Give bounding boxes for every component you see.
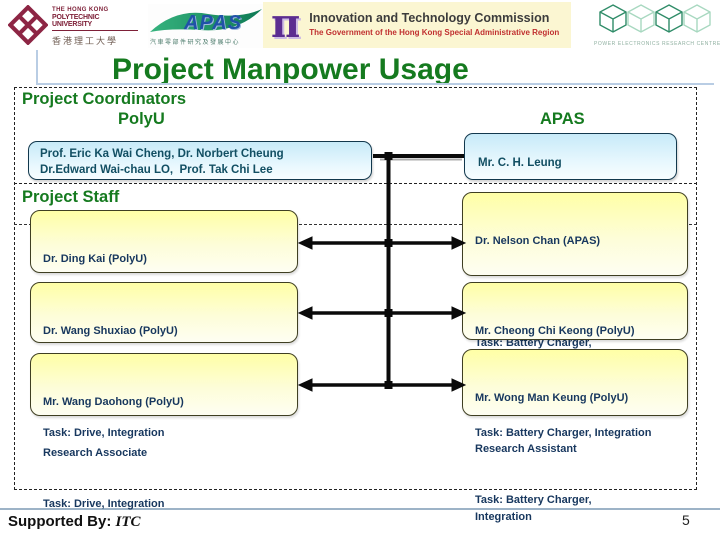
apas-logo: APAS 汽車零部件研究及發展中心 xyxy=(148,4,266,48)
staff-task: Task: Drive, Integration xyxy=(43,427,165,439)
apas-swoosh-icon xyxy=(150,9,262,32)
staff-box-nelson-chan: Dr. Nelson Chan (APAS) Principle Enginee… xyxy=(462,192,688,366)
page-title: Project Manpower Usage xyxy=(112,53,469,86)
staff-task: Task: Battery Charger, Integration xyxy=(475,494,592,523)
diagram-dashed-guide xyxy=(14,224,697,225)
staff-box-cheong-chi-keong: Mr. Cheong Chi Keong (PolyU) Project Tec… xyxy=(462,282,688,439)
staff-task: Task: Battery Charger, Integration xyxy=(475,427,652,439)
footer-divider xyxy=(0,508,720,510)
staff-box-wong-man-keung: Mr. Wong Man Keung (PolyU) Research Assi… xyxy=(462,349,688,523)
coordinator-apas-name: Mr. C. H. Leung xyxy=(478,157,562,169)
apas-wordmark: APAS xyxy=(184,12,243,34)
polyu-emblem-icon xyxy=(8,5,48,45)
staff-box-wang-shuxiao: Dr. Wang Shuxiao (PolyU) Research Associ… xyxy=(30,282,298,439)
polyu-name-line1: THE HONG KONG xyxy=(52,7,109,13)
perc-logo: POWER ELECTRONICS RESEARCH CENTRE xyxy=(594,3,720,49)
supported-by-label: Supported By: xyxy=(8,513,116,530)
section-heading-coordinators: Project Coordinators xyxy=(22,90,187,108)
polyu-name-cjk: 香港理工大學 xyxy=(52,36,119,46)
diagram-frame xyxy=(14,87,697,490)
staff-name: Mr. Wang Daohong (PolyU) xyxy=(43,396,184,408)
staff-role: Research Assistant xyxy=(475,443,577,455)
pi-icon: π xyxy=(271,0,301,47)
itc-subtitle: The Government of the Hong Kong Special … xyxy=(309,28,560,37)
coordinators-box-polyu: Prof. Eric Ka Wai Cheng, Dr. Norbert Che… xyxy=(28,141,372,180)
itc-name: Innovation and Technology Commission xyxy=(309,11,550,25)
staff-role: Research Associate xyxy=(43,447,148,459)
staff-name: Dr. Wang Shuxiao (PolyU) xyxy=(43,325,178,337)
coordinators-box-apas: Mr. C. H. Leung xyxy=(464,133,677,180)
itc-banner: π Innovation and Technology Commission T… xyxy=(263,2,571,48)
section-heading-staff: Project Staff xyxy=(22,188,120,206)
perc-cubes-icon xyxy=(599,4,711,33)
supported-by-text: Supported By: ITC xyxy=(8,513,141,531)
staff-name: Dr. Nelson Chan (APAS) xyxy=(475,235,601,247)
org-label-polyu: PolyU xyxy=(118,110,165,128)
itc-org-text: ITC xyxy=(115,514,141,530)
org-label-apas: APAS xyxy=(540,110,585,128)
title-accent-bar xyxy=(36,50,38,83)
polyu-name-line2: POLYTECHNIC UNIVERSITY xyxy=(52,14,100,28)
staff-name: Dr. Ding Kai (PolyU) xyxy=(43,253,147,265)
staff-name: Mr. Wong Man Keung (PolyU) xyxy=(475,392,629,404)
staff-box-ding-kai: Dr. Ding Kai (PolyU) Research Fellow Tas… xyxy=(30,210,298,367)
polyu-logo-divider xyxy=(52,30,138,31)
staff-name: Mr. Cheong Chi Keong (PolyU) xyxy=(475,325,635,337)
apas-caption-cjk: 汽車零部件研究及發展中心 xyxy=(150,40,241,46)
page-number: 5 xyxy=(682,512,690,528)
perc-name: POWER ELECTRONICS RESEARCH CENTRE xyxy=(594,41,720,47)
staff-box-wang-daohong: Mr. Wang Daohong (PolyU) Research Associ… xyxy=(30,353,298,510)
title-underline xyxy=(36,83,714,85)
staff-task: Task: Drive, Integration xyxy=(43,498,165,510)
polyu-logo: THE HONG KONG POLYTECHNIC UNIVERSITY 香港理… xyxy=(52,7,138,47)
section-divider xyxy=(14,183,697,184)
